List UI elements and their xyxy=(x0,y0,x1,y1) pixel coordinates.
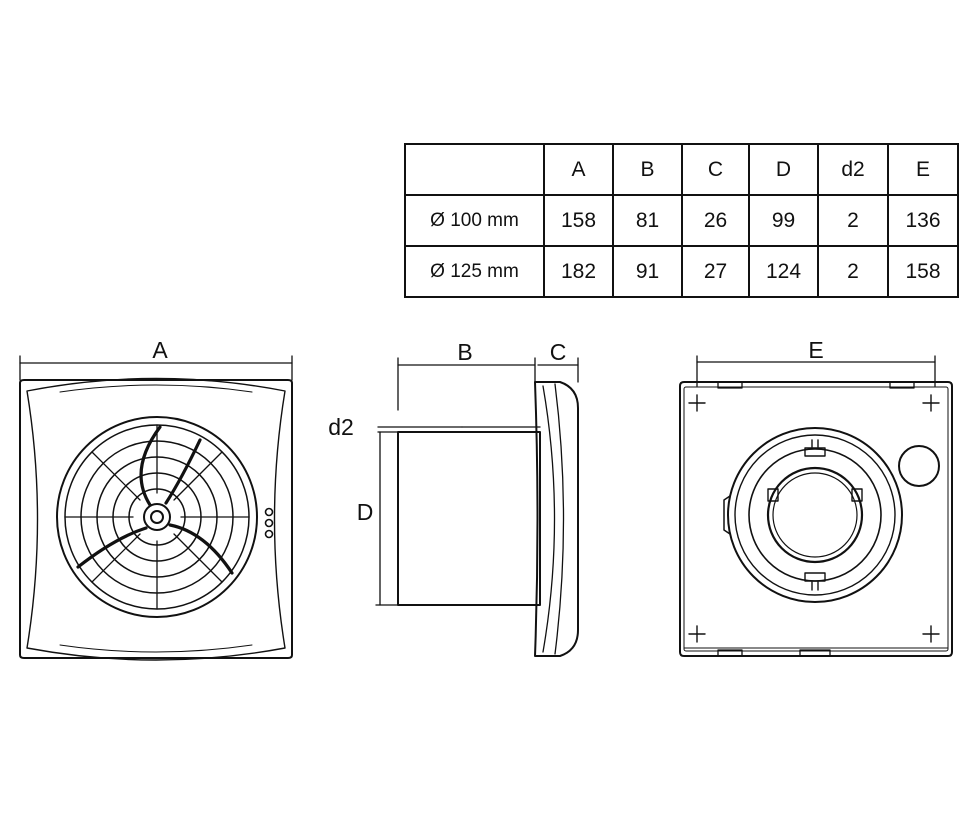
row-label: Ø 125 mm xyxy=(404,245,545,298)
table-cell: 124 xyxy=(748,245,819,298)
front-cover-profile xyxy=(534,381,579,657)
table-cell: 2 xyxy=(817,245,889,298)
front-panel-highlight-bottom xyxy=(59,644,253,653)
front-panel-outline xyxy=(19,379,293,659)
table-cell: 158 xyxy=(543,194,614,247)
table-corner-cell xyxy=(404,143,545,196)
dimension-d xyxy=(375,431,399,606)
front-cover-edge xyxy=(554,383,565,655)
front-panel-highlight-top xyxy=(59,384,253,393)
table-cell: 27 xyxy=(681,245,750,298)
cable-entry-hole xyxy=(898,445,940,487)
grille-spokes xyxy=(64,424,250,610)
label-a: A xyxy=(152,337,168,363)
duct-collar-ring xyxy=(734,434,896,596)
screw-marks xyxy=(688,394,940,643)
mounting-clip xyxy=(717,649,743,657)
front-cover-inner-curve xyxy=(542,385,556,653)
dimension-b xyxy=(397,357,536,411)
dimension-a xyxy=(19,355,293,381)
dimension-c xyxy=(537,357,579,383)
table-header-row: A B C D d2 E xyxy=(404,143,959,196)
label-c: C xyxy=(550,339,567,365)
back-plate-inner xyxy=(683,386,949,652)
collar-tabs xyxy=(767,439,863,591)
table-cell: 2 xyxy=(817,194,889,247)
duct-opening xyxy=(766,466,864,564)
table-row: Ø 125 mm 182 91 27 124 2 158 xyxy=(404,245,959,298)
table-cell: 136 xyxy=(887,194,959,247)
table-cell: 26 xyxy=(681,194,750,247)
column-header-e: E xyxy=(887,143,959,196)
table-cell: 91 xyxy=(612,245,683,298)
mounting-clip xyxy=(717,381,743,389)
duct-opening-inner xyxy=(772,472,858,558)
table-row: Ø 100 mm 158 81 26 99 2 136 xyxy=(404,194,959,247)
column-header-a: A xyxy=(543,143,614,196)
column-header-b: B xyxy=(612,143,683,196)
front-panel-cushion xyxy=(26,377,286,661)
column-header-c: C xyxy=(681,143,750,196)
label-b: B xyxy=(457,339,472,365)
mounting-clip xyxy=(889,381,915,389)
row-label: Ø 100 mm xyxy=(404,194,545,247)
grille-ring-outer xyxy=(56,416,258,618)
mounting-clip xyxy=(799,649,831,657)
table-cell: 81 xyxy=(612,194,683,247)
dimension-d2 xyxy=(377,426,463,433)
fan-blades xyxy=(76,425,234,575)
table-cell: 182 xyxy=(543,245,614,298)
label-e: E xyxy=(808,337,823,363)
back-view: E xyxy=(679,337,953,657)
grille-hub-outer xyxy=(143,503,171,531)
label-d2: d2 xyxy=(328,414,354,440)
front-view: A xyxy=(19,337,293,661)
indicator-leds xyxy=(264,507,274,539)
label-d: D xyxy=(357,499,374,525)
grille-hub-inner xyxy=(150,510,164,524)
column-header-d: D xyxy=(748,143,819,196)
back-plate-outline xyxy=(679,381,953,657)
duct-body xyxy=(397,431,541,606)
side-latch xyxy=(723,495,731,535)
dimensions-table: A B C D d2 E Ø 100 mm 158 81 26 99 2 136… xyxy=(404,143,959,298)
duct-collar-outer xyxy=(727,427,903,603)
column-header-d2: d2 xyxy=(817,143,889,196)
table-cell: 99 xyxy=(748,194,819,247)
table-cell: 158 xyxy=(887,245,959,298)
side-view: B C d2 D xyxy=(328,339,579,657)
